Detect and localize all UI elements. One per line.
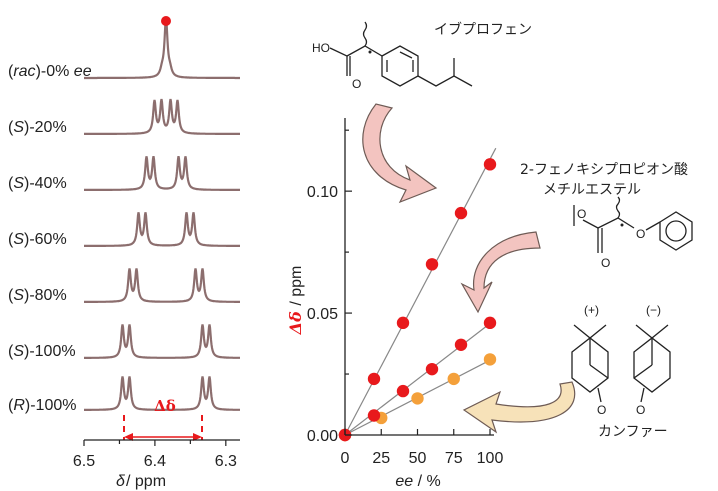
ester-chain [582,217,635,229]
camphor2-co [640,387,645,403]
y-ticks: 0.00 0.05 0.10 [307,129,352,445]
nmr-panel: (rac)-0% ee (S)-20% (S)-40% (S)-60% (S)-80% (… [8,16,240,490]
camphor-plus: (+) [584,303,599,317]
camphor-name: カンファー [598,424,668,440]
ester-wavy [615,196,621,219]
x-tick-label: 50 [409,450,427,467]
nmr-tick-label: 6.3 [215,453,237,470]
ester-structure: O O O [573,196,693,270]
spectrum-trace [84,155,240,191]
nmr-labels: (rac)-0% ee (S)-20% (S)-40% (S)-60% (S)-80% (… [8,63,92,414]
phenyl-circle [665,220,687,242]
arrow-camphor [462,381,576,434]
x-tick-label: 25 [372,450,390,467]
bond-chain [346,45,383,57]
camphor-minus: (−) [646,303,661,317]
camphor1-inner [589,364,609,379]
ring-inner-3 [399,51,413,59]
ester-o3: O [636,227,645,241]
peak-marker [161,16,171,26]
spectrum-trace [84,212,240,247]
isobutyl-chain [417,75,473,87]
x-tick-label: 100 [477,450,504,467]
nmr-x-axis-unit: / ppm [126,473,166,490]
data-point [425,362,439,376]
data-point [483,158,497,171]
delta-delta-label: Δδ [154,397,176,415]
ester-o-ph [645,221,661,231]
data-point [367,372,381,386]
camphor1-co [597,387,602,403]
ester-name-line2: メチルエステル [543,182,641,198]
spectrum-label: (S)-80% [8,287,67,304]
data-point [447,372,460,386]
data-point [396,384,410,398]
spectrum-label: (S)-20% [8,119,67,136]
x-ticks: 0 25 50 75 100 [341,429,504,467]
data-point [367,409,381,422]
plot-axes [344,118,494,436]
spectrum-trace [84,98,240,135]
nmr-x-axis-delta: δ [116,473,126,490]
spectrum-trace [84,376,240,411]
spectrum-label: (rac)-0% ee [8,63,92,80]
data-point [396,316,410,330]
ester-stereo-dot [620,223,624,227]
fit-line [344,323,491,436]
delta-guides [123,415,203,440]
ibuprofen-structure: HO O [312,21,473,91]
nmr-spectra [84,17,240,411]
ibuprofen-ho: HO [312,41,330,55]
spectrum-label: (S)-100% [8,343,76,360]
y-tick-label: 0.10 [307,184,338,201]
arrow-ibuprofen [362,103,438,204]
camphor2-bridge-methyls [635,324,669,339]
data-point [483,353,497,366]
spectrum-label: (S)-40% [8,175,67,192]
ibuprofen-o: O [352,77,361,91]
data-point [454,206,468,220]
spectrum-label: (S)-60% [8,231,67,248]
ester-o1: O [577,207,586,221]
y-tick-label: 0.05 [307,306,338,323]
data-point [483,316,497,330]
x-tick-label: 75 [445,450,463,467]
ester-o2: O [601,256,610,270]
stereo-dot [368,50,372,54]
scatter-plot: 0.00 0.05 0.10 0 25 50 75 100 Δδ / ppm ee / % [286,118,503,490]
data-point [454,338,468,351]
nmr-tick-label: 6.4 [144,453,166,470]
fit-line [344,147,497,436]
spectrum-trace [84,17,240,80]
camphor2-inner [633,364,653,379]
camphor1-bridge-methyls [573,324,607,339]
camphor2-o: O [636,403,645,417]
spectrum-trace [84,268,240,303]
data-point [425,258,439,271]
phenyl-ring [659,211,693,251]
camphor1-o: O [597,403,606,417]
y-axis-label: Δδ / ppm [286,266,305,336]
x-tick-label: 0 [341,450,350,467]
data-point [411,392,424,405]
bond-cooh [329,47,348,76]
delta-arrowhead-right [193,433,202,441]
ester-name-line1: 2-フェノキシプロピオン酸 [520,162,688,178]
camphor-structures: (+) (−) O O [571,303,671,417]
spectrum-trace [84,324,240,359]
arrow-ester [460,231,541,314]
nmr-x-ticks: 6.5 6.4 6.3 [73,440,237,470]
y-tick-label: 0.00 [307,428,338,445]
nmr-tick-label: 6.5 [73,453,95,470]
x-axis-label: ee / % [395,473,440,490]
ibuprofen-name: イブプロフェン [434,21,532,38]
spectrum-label: (R)-100% [8,397,76,414]
wavy-methyl [362,21,368,47]
delta-arrowhead-left [124,433,133,441]
